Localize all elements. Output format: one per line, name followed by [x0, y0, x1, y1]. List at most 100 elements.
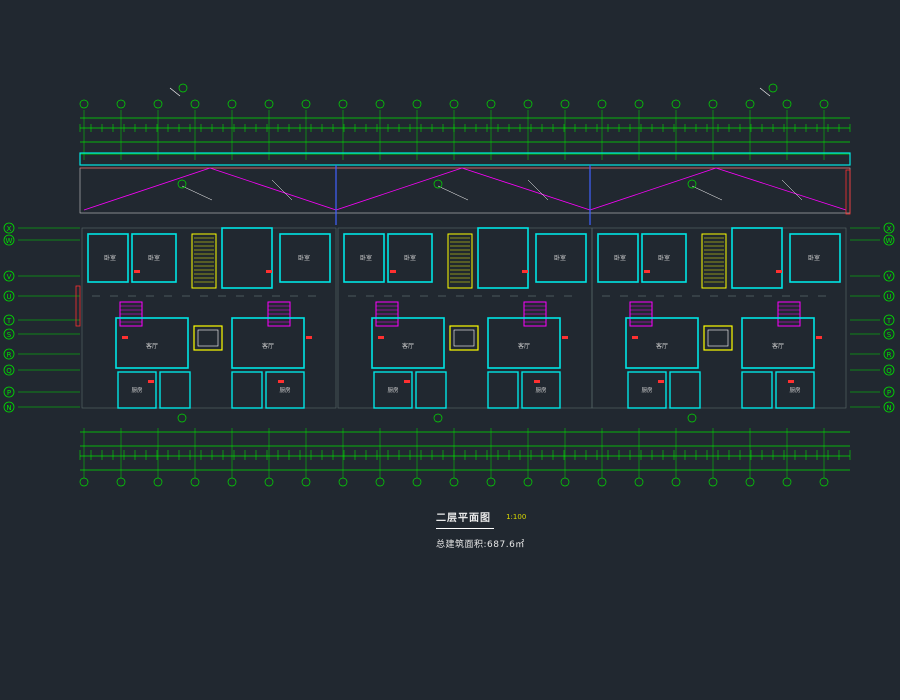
- axis-bubble-top: [523, 99, 533, 109]
- room-label-bedroom: 卧室: [298, 254, 310, 262]
- dimension-layer: [79, 117, 851, 471]
- room-area-tag: [644, 270, 650, 273]
- axis-bubble-bottom: [116, 477, 126, 487]
- axis-bubble-top: [819, 99, 829, 109]
- axis-bubble-left: [3, 348, 15, 360]
- axis-letter-right: P: [887, 389, 891, 397]
- living-room-wall: [231, 317, 305, 369]
- section-bubble: [433, 179, 443, 189]
- kitchen-wall: [117, 371, 157, 409]
- living-room-wall: [115, 317, 189, 369]
- room-wall: [221, 227, 273, 289]
- axis-letter-left: P: [7, 389, 11, 397]
- core-box: [703, 325, 733, 351]
- living-room-wall: [371, 317, 445, 369]
- axis-bubble-right: [883, 386, 895, 398]
- axis-bubble-bottom: [301, 477, 311, 487]
- room-area-tag: [390, 270, 396, 273]
- axis-bubble-right: [883, 328, 895, 340]
- room-wall: [87, 233, 129, 283]
- room-wall: [731, 227, 783, 289]
- kitchen-wall: [741, 371, 773, 409]
- axis-bubble-top: [79, 99, 89, 109]
- callout-leader: [759, 87, 771, 97]
- axis-bubble-bottom: [745, 477, 755, 487]
- title-underline: [436, 528, 494, 529]
- room-area-tag: [658, 380, 664, 383]
- axis-bubble-bottom: [190, 477, 200, 487]
- axis-letter-right: S: [887, 331, 892, 339]
- axis-bubble-right: [883, 364, 895, 376]
- axis-bubble-left: [3, 328, 15, 340]
- leader-line: [691, 185, 723, 201]
- room-area-tag: [278, 380, 284, 383]
- room-wall: [477, 227, 529, 289]
- room-area-tag: [534, 380, 540, 383]
- living-room-wall: [625, 317, 699, 369]
- axis-letter-left: U: [6, 293, 11, 301]
- axis-bubble-right: [883, 348, 895, 360]
- kitchen-wall: [159, 371, 191, 409]
- axis-bubble-bottom: [153, 477, 163, 487]
- room-label-kitchen: 厨房: [131, 386, 143, 394]
- core-box: [193, 325, 223, 351]
- axis-bubble-top: [671, 99, 681, 109]
- kitchen-wall: [373, 371, 413, 409]
- section-bubble: [177, 413, 187, 423]
- axis-letter-left: R: [7, 351, 12, 359]
- kitchen-wall: [521, 371, 561, 409]
- room-label-bedroom: 卧室: [360, 254, 372, 262]
- room-label-bedroom: 卧室: [554, 254, 566, 262]
- leader-line: [781, 179, 803, 201]
- room-label-living: 客厅: [402, 342, 414, 350]
- axis-bubble-bottom: [412, 477, 422, 487]
- axis-bubble-bottom: [560, 477, 570, 487]
- kitchen-wall: [669, 371, 701, 409]
- axis-bubble-top: [560, 99, 570, 109]
- axis-bubble-left: [3, 234, 15, 246]
- room-label-living: 客厅: [146, 342, 158, 350]
- kitchen-wall: [231, 371, 263, 409]
- axis-bubble-right: [883, 314, 895, 326]
- room-area-tag: [266, 270, 272, 273]
- room-label-kitchen: 厨房: [535, 386, 547, 394]
- axis-bubble-top: [375, 99, 385, 109]
- living-room-wall: [487, 317, 561, 369]
- room-area-tag: [148, 380, 154, 383]
- leader-line: [437, 185, 469, 201]
- callout-bubble: [768, 83, 778, 93]
- room-label-kitchen: 厨房: [387, 386, 399, 394]
- room-area-tag: [562, 336, 568, 339]
- room-label-bedroom: 卧室: [148, 254, 160, 262]
- stair-outline: [447, 233, 473, 289]
- stair-outline: [701, 233, 727, 289]
- axis-grid-layer: [18, 110, 880, 478]
- axis-bubble-bottom: [375, 477, 385, 487]
- room-area-tag: [306, 336, 312, 339]
- room-label-bedroom: 卧室: [104, 254, 116, 262]
- axis-letter-right: W: [886, 237, 893, 245]
- axis-bubble-top: [745, 99, 755, 109]
- leader-line: [527, 179, 549, 201]
- roof-ridge-line: [589, 167, 717, 211]
- axis-bubble-bottom: [338, 477, 348, 487]
- edge-marker-red: [75, 285, 81, 327]
- room-wall: [535, 233, 587, 283]
- room-wall: [789, 233, 841, 283]
- stair-outline: [191, 233, 217, 289]
- axis-bubble-top: [264, 99, 274, 109]
- room-area-tag: [404, 380, 410, 383]
- edge-marker-red: [845, 169, 851, 215]
- axis-bubble-top: [708, 99, 718, 109]
- axis-bubble-bottom: [79, 477, 89, 487]
- total-floor-area: 总建筑面积:687.6㎡: [436, 540, 525, 550]
- axis-bubble-bottom: [708, 477, 718, 487]
- core-box: [449, 325, 479, 351]
- roof-ridge-line: [715, 167, 847, 211]
- axis-bubble-bottom: [634, 477, 644, 487]
- room-label-kitchen: 厨房: [789, 386, 801, 394]
- axis-bubble-bottom: [227, 477, 237, 487]
